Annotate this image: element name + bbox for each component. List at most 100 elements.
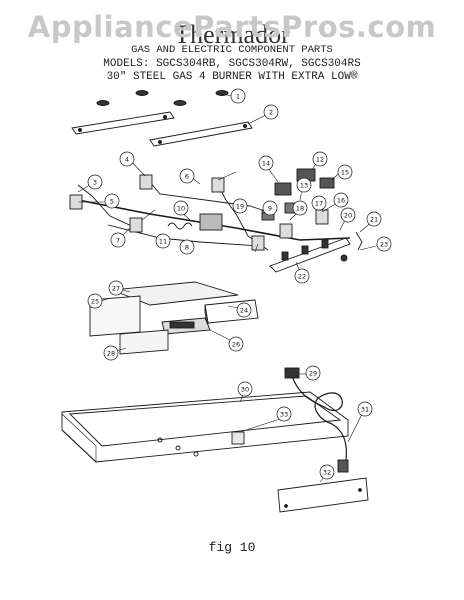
site-watermark: AppliancePartsPros.com (27, 10, 437, 44)
svg-text:3: 3 (93, 178, 97, 186)
valve-part (279, 223, 293, 239)
valve-part (315, 209, 329, 225)
valve-part (139, 174, 153, 190)
callout: 7 (110, 232, 126, 248)
valve-part (251, 235, 265, 251)
svg-text:5: 5 (110, 197, 114, 205)
callout: 17 (311, 195, 327, 211)
svg-text:20: 20 (344, 211, 352, 219)
svg-text:12: 12 (316, 155, 324, 163)
callout: 8 (179, 239, 195, 255)
callout: 28 (103, 345, 119, 361)
callout: 9 (262, 200, 278, 216)
model-list: MODELS: SGCS304RB, SGCS304RW, SGCS304RS (103, 58, 361, 70)
svg-text:6: 6 (185, 172, 189, 180)
callout: 4 (119, 151, 135, 167)
svg-text:13: 13 (300, 181, 308, 189)
svg-text:18: 18 (296, 204, 304, 212)
svg-text:14: 14 (262, 159, 270, 167)
regulator-part (199, 213, 223, 231)
svg-text:29: 29 (309, 369, 317, 377)
svg-text:30: 30 (241, 385, 249, 393)
svg-text:22: 22 (298, 272, 306, 280)
gas-tube-upper (149, 181, 269, 213)
svg-text:21: 21 (370, 215, 378, 223)
diagram-subtitle: GAS AND ELECTRIC COMPONENT PARTS (131, 44, 333, 56)
valve-part (129, 217, 143, 233)
figure-label: fig 10 (208, 540, 256, 555)
svg-text:28: 28 (107, 349, 115, 357)
brand-title: Thermador (174, 20, 290, 49)
callout: 16 (333, 192, 349, 208)
bottom-pan-inner (68, 395, 342, 447)
svg-text:7: 7 (116, 236, 120, 244)
svg-text:32: 32 (323, 468, 331, 476)
svg-text:1: 1 (236, 92, 240, 100)
callout: 1 (230, 88, 246, 104)
callout: 2 (263, 104, 279, 120)
callout: 15 (337, 164, 353, 180)
callout: 10 (173, 200, 189, 216)
gas-manifold-tube (77, 199, 351, 241)
valve-spring (167, 222, 193, 230)
gas-tube-left (77, 184, 141, 231)
grommet-part (96, 100, 110, 106)
svg-text:33: 33 (280, 410, 288, 418)
access-cover (231, 431, 245, 445)
callout: 33 (276, 406, 292, 422)
valve-part (211, 177, 225, 193)
callout: 3 (87, 174, 103, 190)
svg-text:2: 2 (269, 108, 273, 116)
callout: 27 (108, 280, 124, 296)
grommet-part (215, 90, 229, 96)
igniter-block (319, 177, 335, 189)
svg-text:10: 10 (177, 204, 185, 212)
igniter-block (274, 182, 292, 196)
callout: 13 (296, 177, 312, 193)
svg-text:26: 26 (232, 340, 240, 348)
callout: 5 (104, 193, 120, 209)
svg-text:23: 23 (380, 240, 388, 248)
svg-text:25: 25 (91, 297, 99, 305)
callout: 21 (366, 211, 382, 227)
callout-layer: 1 2 3 4 5 6 7 8 9 10 11 12 13 14 15 16 1… (87, 88, 392, 480)
svg-text:16: 16 (337, 196, 345, 204)
callout: 6 (179, 168, 195, 184)
callout: 23 (376, 236, 392, 252)
callout: 11 (155, 233, 171, 249)
grommet-part (135, 90, 149, 96)
harness-connector (284, 367, 300, 379)
callout: 18 (292, 200, 308, 216)
callout: 31 (357, 401, 373, 417)
callout: 20 (340, 207, 356, 223)
burner-bracket-left (71, 111, 175, 135)
callout: 25 (87, 293, 103, 309)
svg-text:27: 27 (112, 284, 120, 292)
svg-text:17: 17 (315, 199, 323, 207)
grommet-part (173, 100, 187, 106)
bottom-pan-outline (61, 391, 349, 463)
harness-plug (337, 459, 349, 473)
front-kick-panel (277, 477, 369, 513)
burner-bracket-right (149, 121, 253, 147)
svg-text:9: 9 (268, 204, 272, 212)
svg-text:4: 4 (125, 155, 129, 163)
svg-text:24: 24 (240, 306, 248, 314)
switch-bracket (269, 237, 351, 273)
range-description: 30" STEEL GAS 4 BURNER WITH EXTRA LOW® (106, 71, 358, 83)
callout: 19 (232, 198, 248, 214)
callout: 30 (237, 381, 253, 397)
svg-text:8: 8 (185, 243, 189, 251)
callout: 29 (305, 365, 321, 381)
svg-text:11: 11 (159, 237, 167, 245)
callout: 22 (294, 268, 310, 284)
callout: 26 (228, 336, 244, 352)
lower-shield-panel (119, 329, 169, 355)
callout: 12 (312, 151, 328, 167)
wire-harness (291, 375, 347, 461)
callout: 24 (236, 302, 252, 318)
svg-text:31: 31 (361, 405, 369, 413)
svg-text:19: 19 (236, 202, 244, 210)
